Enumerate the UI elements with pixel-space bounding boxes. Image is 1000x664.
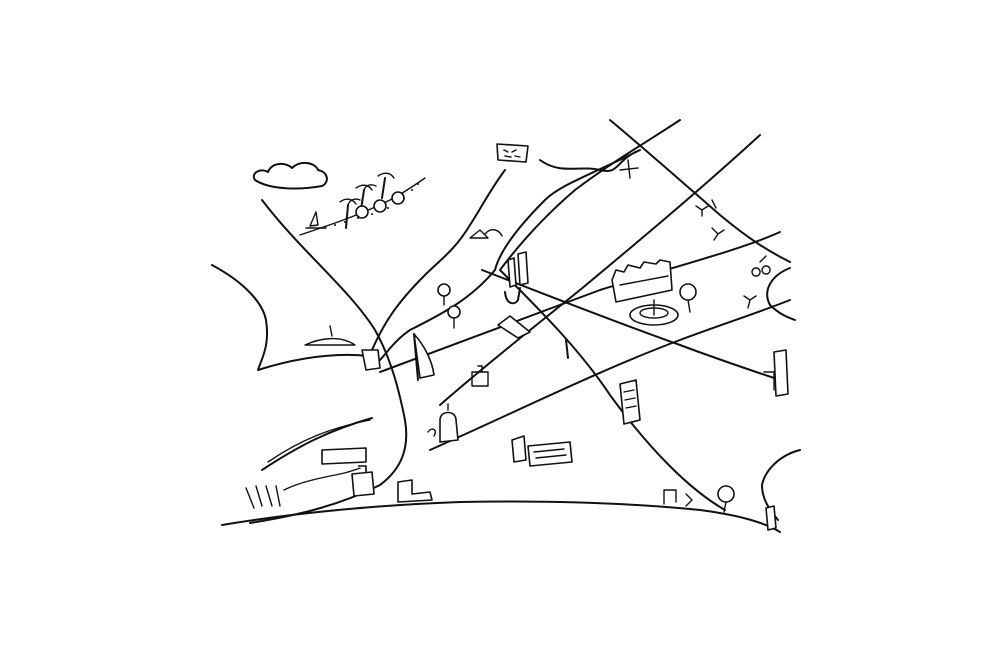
tree-icon: [355, 191, 405, 219]
palm-tree-icon: [339, 172, 395, 229]
road-cross-upper: [609, 119, 791, 263]
person-icon: [743, 295, 757, 309]
tree-icon: [437, 283, 735, 513]
fortress-icon: [611, 259, 673, 303]
flag-sign-icon: [496, 143, 529, 163]
tent-icon: [469, 229, 503, 239]
fountain-icon: [629, 299, 679, 326]
sea-edge-right: [766, 267, 796, 321]
city-block-icon: [511, 435, 573, 467]
block-building-icon: [397, 479, 433, 503]
castle-icon: [351, 465, 375, 497]
small-building-icon: [471, 365, 489, 387]
river-left-bank: [211, 264, 369, 371]
river-right-bank: [371, 169, 506, 351]
beach-area: [252, 162, 426, 236]
chair-icon: [663, 489, 693, 507]
road-cross-diagonal: [439, 134, 761, 406]
dock-building-icon: [321, 447, 367, 465]
river-right-bank-2: [379, 149, 641, 361]
compass-cross-icon: [619, 159, 639, 179]
person-icon: [711, 227, 725, 241]
road-main-upper: [379, 231, 781, 373]
road-bottom-boundary: [221, 500, 781, 533]
cyclist-icon: [751, 255, 771, 277]
tower-icon: [763, 349, 789, 397]
tower-icon: [619, 379, 641, 425]
road-cross-down: [499, 119, 726, 511]
harbor-cranes-icon: [245, 465, 367, 509]
beach-shore: [299, 177, 426, 236]
lighthouse-icon: [765, 505, 777, 531]
cloud-icon: [252, 162, 328, 190]
beach-dots: [334, 183, 419, 226]
road-main-lower: [429, 299, 791, 451]
central-landmarks: [413, 251, 735, 513]
road-network: [211, 119, 801, 533]
bench-platform-icon: [497, 315, 531, 339]
right-side-figures: [663, 199, 789, 531]
sailboat-icon: [305, 211, 327, 229]
road-long-diagonal: [481, 269, 781, 381]
person-icon: [695, 199, 717, 217]
sailing-sculpture-icon: [413, 333, 435, 381]
waterfront-landmarks: [245, 325, 573, 509]
upper-landmarks: [469, 143, 639, 239]
bridge-icon: [361, 349, 381, 371]
monument-spike-icon: [565, 339, 569, 359]
mosque-icon: [427, 403, 459, 443]
road-left-diagonal: [249, 199, 408, 524]
shoreline-inner: [267, 419, 371, 463]
twin-towers-icon: [504, 251, 529, 305]
hill-temple-icon: [304, 325, 356, 346]
